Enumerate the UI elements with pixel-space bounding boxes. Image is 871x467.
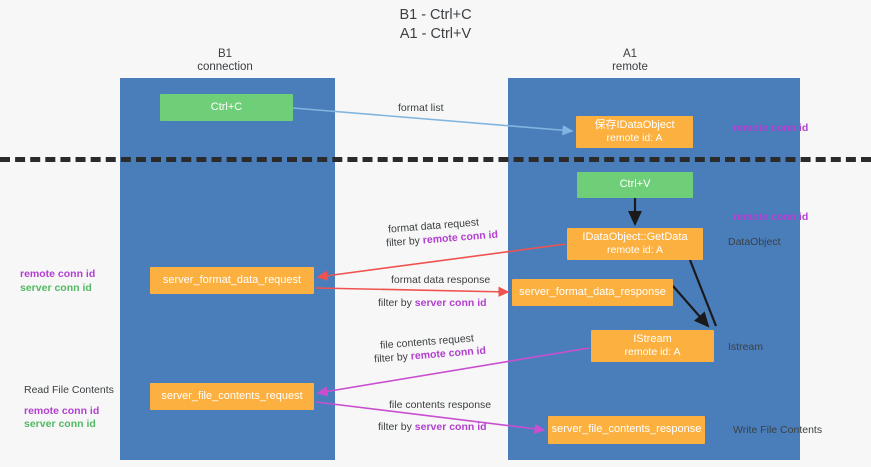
filter-prefix: filter by xyxy=(378,297,415,309)
annotation-left-server-conn-id: server conn id xyxy=(20,281,92,294)
annotation-istream: Istream xyxy=(728,341,764,353)
filter-key-server-conn-id: server conn id xyxy=(414,297,487,309)
node-ctrl-c[interactable]: Ctrl+C xyxy=(160,94,293,121)
annotation-left-conn-ids: remote conn id server conn id xyxy=(20,268,95,295)
title-line-1: B1 - Ctrl+C xyxy=(399,7,472,23)
swimlane-header-a1: A1 remote xyxy=(565,48,695,74)
edge-label-format-data-response: format data response xyxy=(391,274,491,286)
node-server-file-contents-response[interactable]: server_file_contents_response xyxy=(548,416,705,444)
node-save-idataobject[interactable]: 保存IDataObject remote id: A xyxy=(576,116,693,148)
diagram-title: B1 - Ctrl+C A1 - Ctrl+V xyxy=(0,6,871,44)
annotation-write-file-contents: Write File Contents xyxy=(733,424,823,436)
node-ctrl-v[interactable]: Ctrl+V xyxy=(577,172,693,198)
filter-prefix: filter by xyxy=(378,421,415,433)
node-server-file-contents-response-label: server_file_contents_response xyxy=(551,423,702,436)
annotation-left-read-file: Read File Contents remote conn id server… xyxy=(24,384,114,432)
edge-label-file-contents-response: file contents response xyxy=(389,399,492,411)
annotation-dataobject: DataObject xyxy=(728,236,781,248)
swimlane-header-b1: B1 connection xyxy=(150,48,300,74)
swimlane-a1-name: A1 xyxy=(622,48,638,60)
phase-divider xyxy=(0,157,871,162)
node-server-format-data-request[interactable]: server_format_data_request xyxy=(150,267,314,294)
node-save-idataobject-sublabel: remote id: A xyxy=(606,132,663,144)
edge-label-format-list: format list xyxy=(398,102,444,114)
node-server-file-contents-request[interactable]: server_file_contents_request xyxy=(150,383,314,410)
node-idataobject-getdata[interactable]: IDataObject::GetData remote id: A xyxy=(567,228,703,260)
node-ctrl-v-label: Ctrl+V xyxy=(619,178,651,191)
node-server-file-contents-request-label: server_file_contents_request xyxy=(161,389,303,402)
title-line-2: A1 - Ctrl+V xyxy=(399,26,472,42)
node-server-format-data-request-label: server_format_data_request xyxy=(162,273,302,286)
annotation-read-file-contents: Read File Contents xyxy=(24,384,114,396)
annotation-remote-conn-id-mid: remote conn id xyxy=(733,211,809,223)
node-istream-sublabel: remote id: A xyxy=(624,346,681,358)
node-server-format-data-response[interactable]: server_format_data_response xyxy=(512,279,673,306)
swimlane-a1-subtitle: remote xyxy=(612,61,648,73)
swimlane-b1-name: B1 xyxy=(217,48,233,60)
filter-prefix: filter by xyxy=(385,234,424,250)
node-istream[interactable]: IStream remote id: A xyxy=(591,330,714,362)
node-idataobject-getdata-label: IDataObject::GetData xyxy=(582,230,688,243)
node-save-idataobject-label: 保存IDataObject xyxy=(594,118,675,131)
node-ctrl-c-label: Ctrl+C xyxy=(210,100,243,113)
node-idataobject-getdata-sublabel: remote id: A xyxy=(606,244,664,256)
filter-prefix: filter by xyxy=(373,350,412,366)
node-server-format-data-response-label: server_format_data_response xyxy=(519,285,666,298)
filter-key-server-conn-id: server conn id xyxy=(414,421,487,433)
annotation-left-remote-conn-id-2: remote conn id xyxy=(24,404,100,417)
edge-label-file-contents-response-filter: filter by server conn id xyxy=(378,420,487,434)
annotation-remote-conn-id-top: remote conn id xyxy=(733,122,809,134)
edge-label-format-data-response-filter: filter by server conn id xyxy=(378,296,487,310)
swimlane-b1-subtitle: connection xyxy=(197,61,253,73)
node-istream-label: IStream xyxy=(633,332,672,345)
annotation-left-server-conn-id-2: server conn id xyxy=(24,418,96,430)
annotation-left-remote-conn-id: remote conn id xyxy=(20,268,96,280)
